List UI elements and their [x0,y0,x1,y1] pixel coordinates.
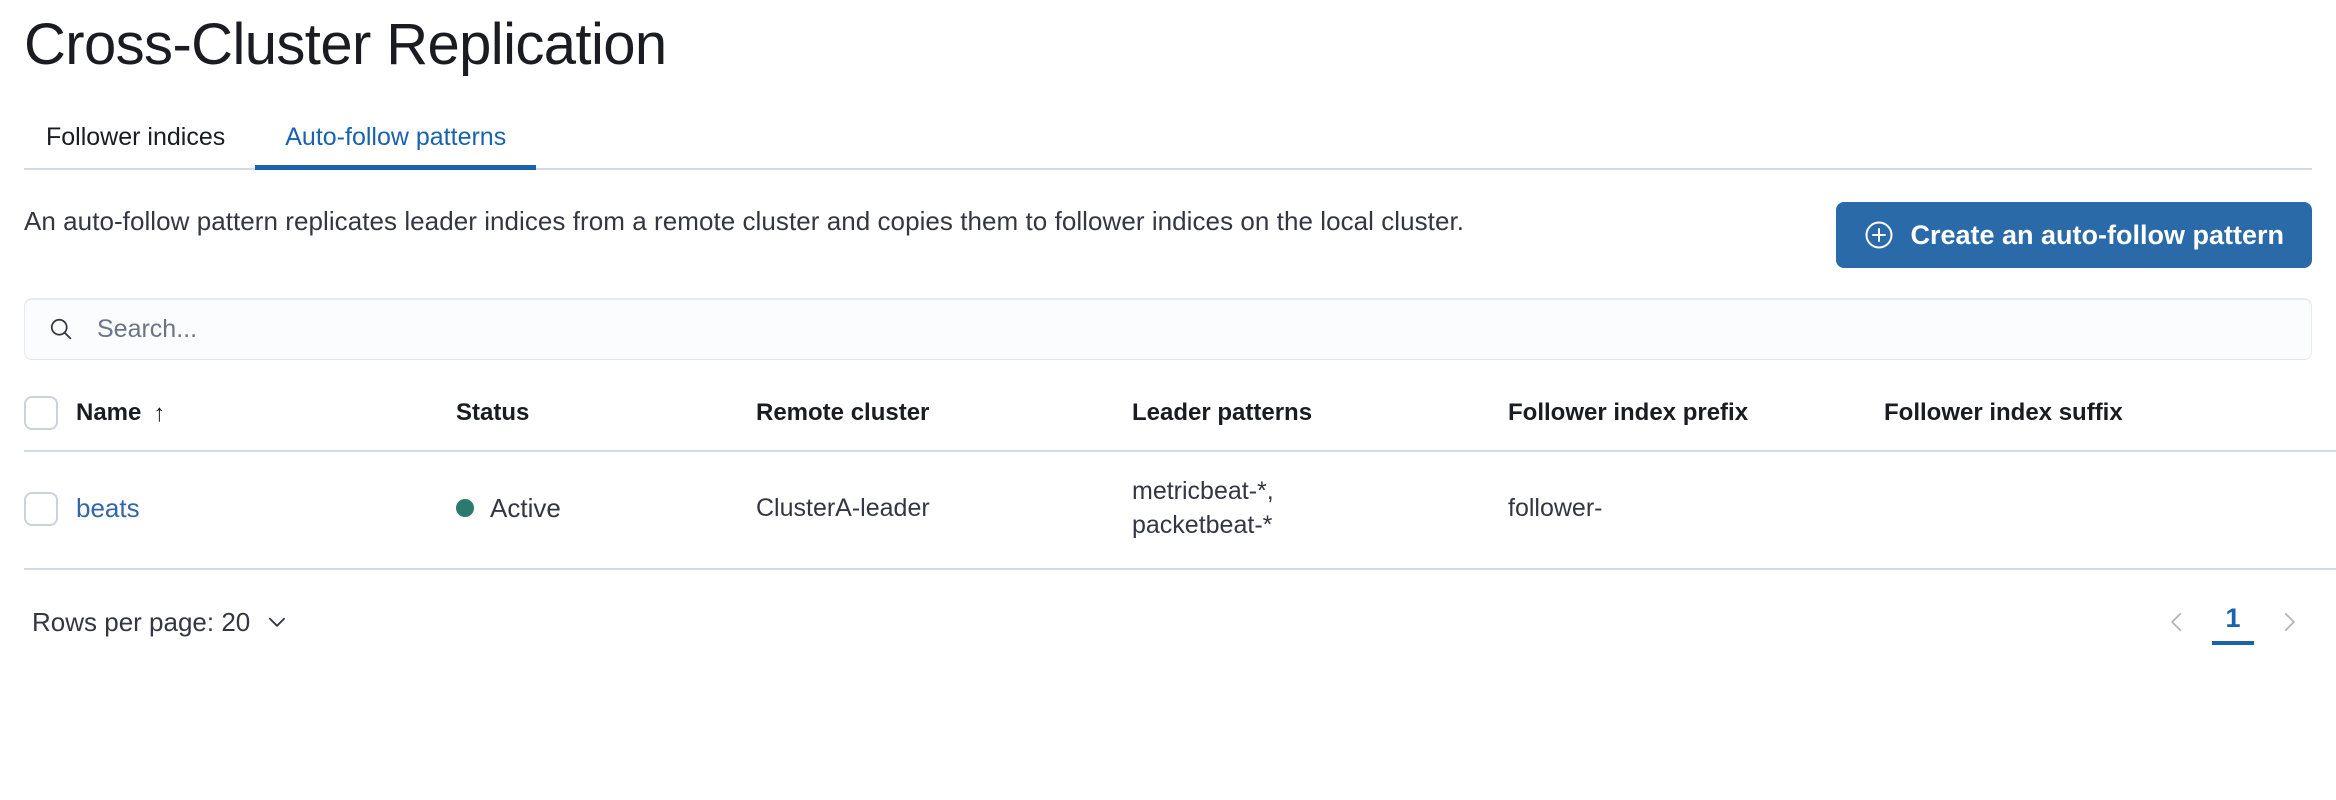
tab-label: Follower indices [46,123,226,151]
leader-patterns-value: metricbeat-*, packetbeat-* [1132,477,1274,539]
chevron-left-icon[interactable] [2154,599,2200,645]
column-header-name[interactable]: Name ↑ [76,396,456,451]
table-footer: Rows per page: 20 1 [24,596,2312,648]
search-icon [47,315,75,343]
select-all-checkbox[interactable] [24,396,58,430]
table-row: beats Active ClusterA-leader metricbeat-… [24,450,2336,570]
page-number-1[interactable]: 1 [2212,599,2254,645]
cell-follower-index-suffix [1884,450,2304,570]
tab-label: Auto-follow patterns [285,123,507,151]
column-header-status[interactable]: Status [456,399,530,426]
tab-auto-follow-patterns[interactable]: Auto-follow patterns [255,122,537,170]
pagination: 1 [2154,599,2312,645]
pattern-name-link[interactable]: beats [76,492,140,523]
column-header-follower-index-prefix[interactable]: Follower index prefix [1508,399,1749,426]
row-checkbox[interactable] [24,491,58,526]
column-header-label: Name [76,399,142,426]
cell-leader-patterns: metricbeat-*, packetbeat-* [1132,450,1508,570]
sort-ascending-icon: ↑ [153,400,166,427]
create-button-label: Create an auto-follow pattern [1910,220,2284,250]
column-header-follower-index-suffix[interactable]: Follower index suffix [1884,399,2123,426]
page-title: Cross-Cluster Replication [24,12,667,77]
chevron-down-icon [264,609,290,635]
column-header-leader-patterns[interactable]: Leader patterns [1132,399,1313,426]
intro-section: An auto-follow pattern replicates leader… [24,200,2312,268]
auto-follow-patterns-table: Name ↑ Status Remote cluster Leader patte… [24,396,2336,570]
table-body: beats Active ClusterA-leader metricbeat-… [24,450,2336,570]
plus-in-circle-icon [1864,220,1894,250]
status-dot-icon [456,499,474,517]
tab-bar: Follower indices Auto-follow patterns [24,98,2312,170]
cell-actions [2304,450,2336,570]
tab-follower-indices[interactable]: Follower indices [24,122,255,170]
status-badge: Active [456,491,756,525]
page-description: An auto-follow pattern replicates leader… [24,206,1465,236]
search-bar[interactable] [24,298,2312,360]
rows-per-page-selector[interactable]: Rows per page: 20 [24,607,298,638]
row-select-cell [24,450,76,570]
rows-per-page-label: Rows per page: 20 [32,606,251,637]
chevron-right-icon[interactable] [2266,599,2312,645]
table-header-row: Name ↑ Status Remote cluster Leader patte… [24,396,2336,451]
cell-status: Active [456,450,756,570]
cell-remote-cluster: ClusterA-leader [756,450,1132,570]
create-auto-follow-pattern-button[interactable]: Create an auto-follow pattern [1836,202,2312,268]
cell-follower-index-prefix: follower- [1508,450,1884,570]
column-header-actions: Actions [2304,396,2336,451]
column-header-remote-cluster[interactable]: Remote cluster [756,399,930,426]
table-header: Name ↑ Status Remote cluster Leader patte… [24,396,2336,451]
search-input[interactable] [95,313,2289,345]
cell-name: beats [76,450,456,570]
select-all-header [24,396,76,451]
status-label: Active [490,493,561,523]
